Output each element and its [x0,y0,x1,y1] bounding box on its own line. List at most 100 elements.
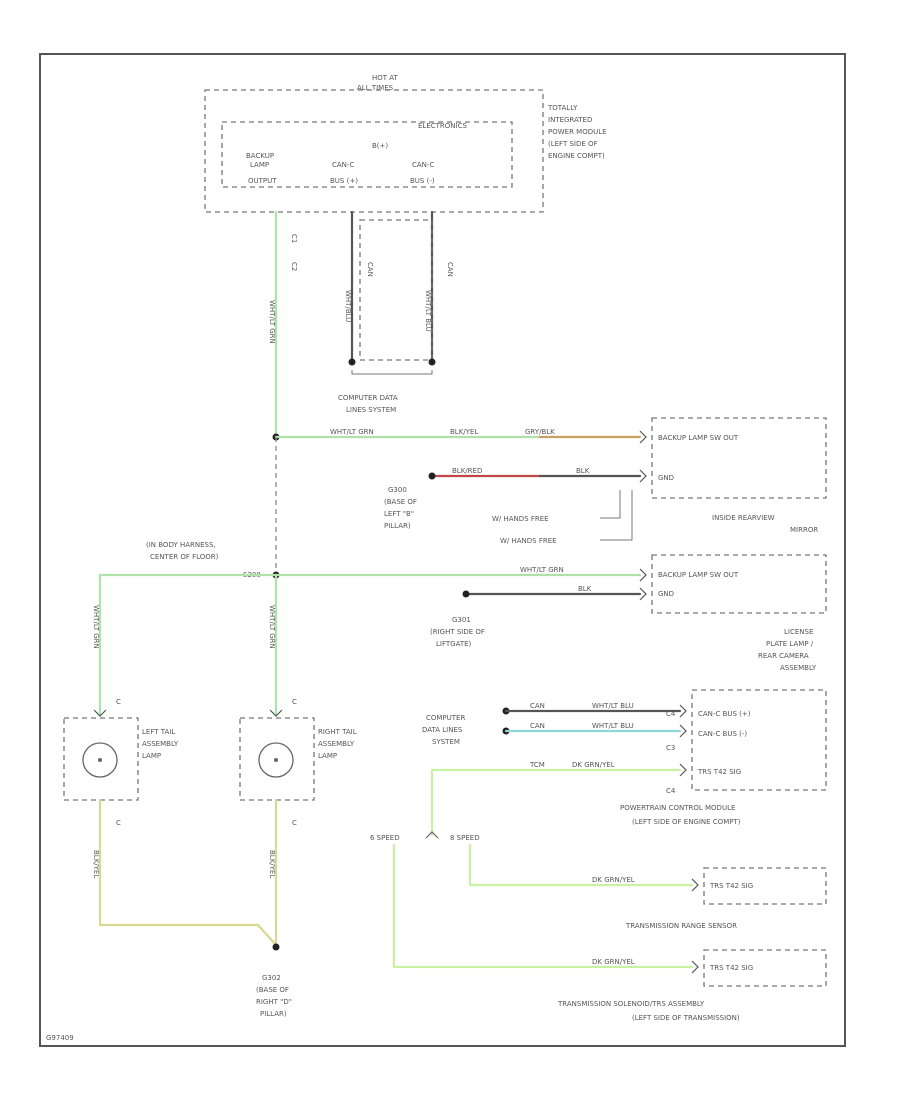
can-l-label: CAN-C [412,161,434,169]
left-tail-wire-label: WHT/LT GRN [92,605,100,649]
can-h-terminal [348,358,356,366]
pcm-w2a: CAN [530,722,545,730]
wire-left-tail-gnd [98,798,278,947]
camera-wire-label-2: BLK [578,585,592,593]
pcm-name-1: POWERTRAIN CONTROL MODULE [620,804,735,812]
hot-at-label: HOT AT [372,74,399,82]
right-tail-bulb [258,742,294,778]
cdl-top-label-1: COMPUTER DATA [338,394,398,402]
backup-label: BACKUP [246,152,274,160]
six-speed-label: 6 SPEED [370,834,400,842]
svg-text:ASSEMBLY: ASSEMBLY [780,664,817,672]
hands-free-connectors [600,490,633,541]
cdl-top-label-2: LINES SYSTEM [346,406,396,414]
pcm-pin-2: CAN-C BUS (-) [698,730,747,738]
diagram-frame [39,53,846,1047]
mirror-wire-label-2: BLK/YEL [450,428,478,436]
mirror-pin-2: GND [658,474,674,482]
camera-pin-2: GND [658,590,674,598]
trs-name: TRANSMISSION RANGE SENSOR [625,922,737,930]
svg-text:LAMP: LAMP [142,752,161,760]
right-tail-gnd-label: BLK/YEL [268,850,276,878]
svg-text:(BASE OF: (BASE OF [384,498,417,506]
left-tail-bulb [82,742,118,778]
wire-to-tcm [392,843,694,969]
c1-label: C1 [290,234,298,243]
can-label-2: CAN [446,262,454,277]
figure-id: G97409 [46,1034,74,1042]
all-times-label: ALL TIMES [357,84,394,92]
ground-g300 [428,472,436,480]
cdl-brace [351,370,433,375]
can-bundle-box [359,219,433,361]
tipm-inner-box [221,121,513,188]
camera-wire-label-1: WHT/LT GRN [520,566,564,574]
mirror-wire-label-1: WHT/LT GRN [330,428,374,436]
camera-box [651,554,827,614]
pcm-pin-1: CAN-C BUS (+) [698,710,751,718]
svg-text:(BASE OF: (BASE OF [256,986,289,994]
bus-l-label: BUS (-) [410,177,435,185]
mirror-gnd-wire-1: BLK/RED [452,467,482,475]
right-tail-conn-top: C [292,698,297,706]
ground-g302 [272,943,280,951]
camera-pin-1: BACKUP LAMP SW OUT [658,571,739,579]
right-tail-conn-bot: C [292,819,297,827]
mirror-wire-label-3: GRY/BLK [525,428,555,436]
mirror-gnd-wire-2: BLK [576,467,590,475]
left-tail-conn-top: C [116,698,121,706]
tcm-name-2: (LEFT SIDE OF TRANSMISSION) [632,1014,740,1022]
left-tail-bulb-filament [98,758,102,762]
c2-label: C2 [290,262,298,271]
svg-text:TOTALLY: TOTALLY [547,104,578,112]
camera-name: LICENSE PLATE LAMP / REAR CAMERA ASSEMBL… [758,628,817,672]
tcm-name-1: TRANSMISSION SOLENOID/TRS ASSEMBLY [557,1000,705,1008]
svg-text:G301: G301 [452,616,471,624]
pcm-w1a: CAN [530,702,545,710]
hands-free-label-2: W/ HANDS FREE [500,537,557,545]
fuse-label: B(+) [372,142,388,150]
svg-text:LEFT "B": LEFT "B" [384,510,414,518]
mirror-name-2: MIRROR [790,526,818,534]
svg-text:RIGHT TAIL: RIGHT TAIL [318,728,357,736]
ground-g301 [462,590,470,598]
left-tail-gnd-label: BLK/YEL [92,850,100,878]
left-tail-name: LEFT TAIL ASSEMBLY LAMP [142,728,179,760]
tcm-wire-label: DK GRN/YEL [592,958,635,966]
pcm-w2b: WHT/LT BLU [592,722,634,730]
ground-g300-label: G300 (BASE OF LEFT "B" PILLAR) [384,486,417,530]
hands-free-label-1: W/ HANDS FREE [492,515,549,523]
pcm-w1b: WHT/LT BLU [592,702,634,710]
tcm-pin: TRS T42 SIG [709,964,753,972]
output-label: OUTPUT [248,177,277,185]
svg-text:ENGINE COMPT): ENGINE COMPT) [548,152,605,160]
svg-text:LAMP: LAMP [318,752,337,760]
pcm-w3a: TCM [529,761,545,769]
connector-arrows [93,430,699,974]
svg-text:POWER MODULE: POWER MODULE [548,128,607,136]
left-tail-conn-bot: C [116,819,121,827]
svg-text:RIGHT "D": RIGHT "D" [256,998,292,1006]
can-l-terminal [428,358,436,366]
svg-text:G302: G302 [262,974,281,982]
pcm-pin-num-2: C3 [666,744,675,752]
mirror-name-1: INSIDE REARVIEW [712,514,775,522]
ground-g302-label: G302 (BASE OF RIGHT "D" PILLAR) [256,974,292,1018]
pcm-pin-num-3: C4 [666,787,676,795]
ground-g301-label: G301 (RIGHT SIDE OF LIFTGATE) [430,616,485,648]
wire-label-wht-grn-top: WHT/LT GRN [268,300,276,344]
svg-text:PILLAR): PILLAR) [260,1010,287,1018]
pcm-name-2: (LEFT SIDE OF ENGINE COMPT) [632,818,741,826]
svg-text:(RIGHT SIDE OF: (RIGHT SIDE OF [430,628,485,636]
pcm-pin-num-1: C4 [666,710,676,718]
can-h-label: CAN-C [332,161,354,169]
harness-label-1: (IN BODY HARNESS, [146,541,216,549]
can-label-1: CAN [366,262,374,277]
wire-to-trs [468,843,694,887]
mirror-pin-1: BACKUP LAMP SW OUT [658,434,739,442]
pcm-pin-3: TRS T42 SIG [697,768,741,776]
svg-text:ASSEMBLY: ASSEMBLY [142,740,179,748]
svg-text:(LEFT SIDE OF: (LEFT SIDE OF [548,140,598,148]
svg-text:LIFTGATE): LIFTGATE) [436,640,472,648]
